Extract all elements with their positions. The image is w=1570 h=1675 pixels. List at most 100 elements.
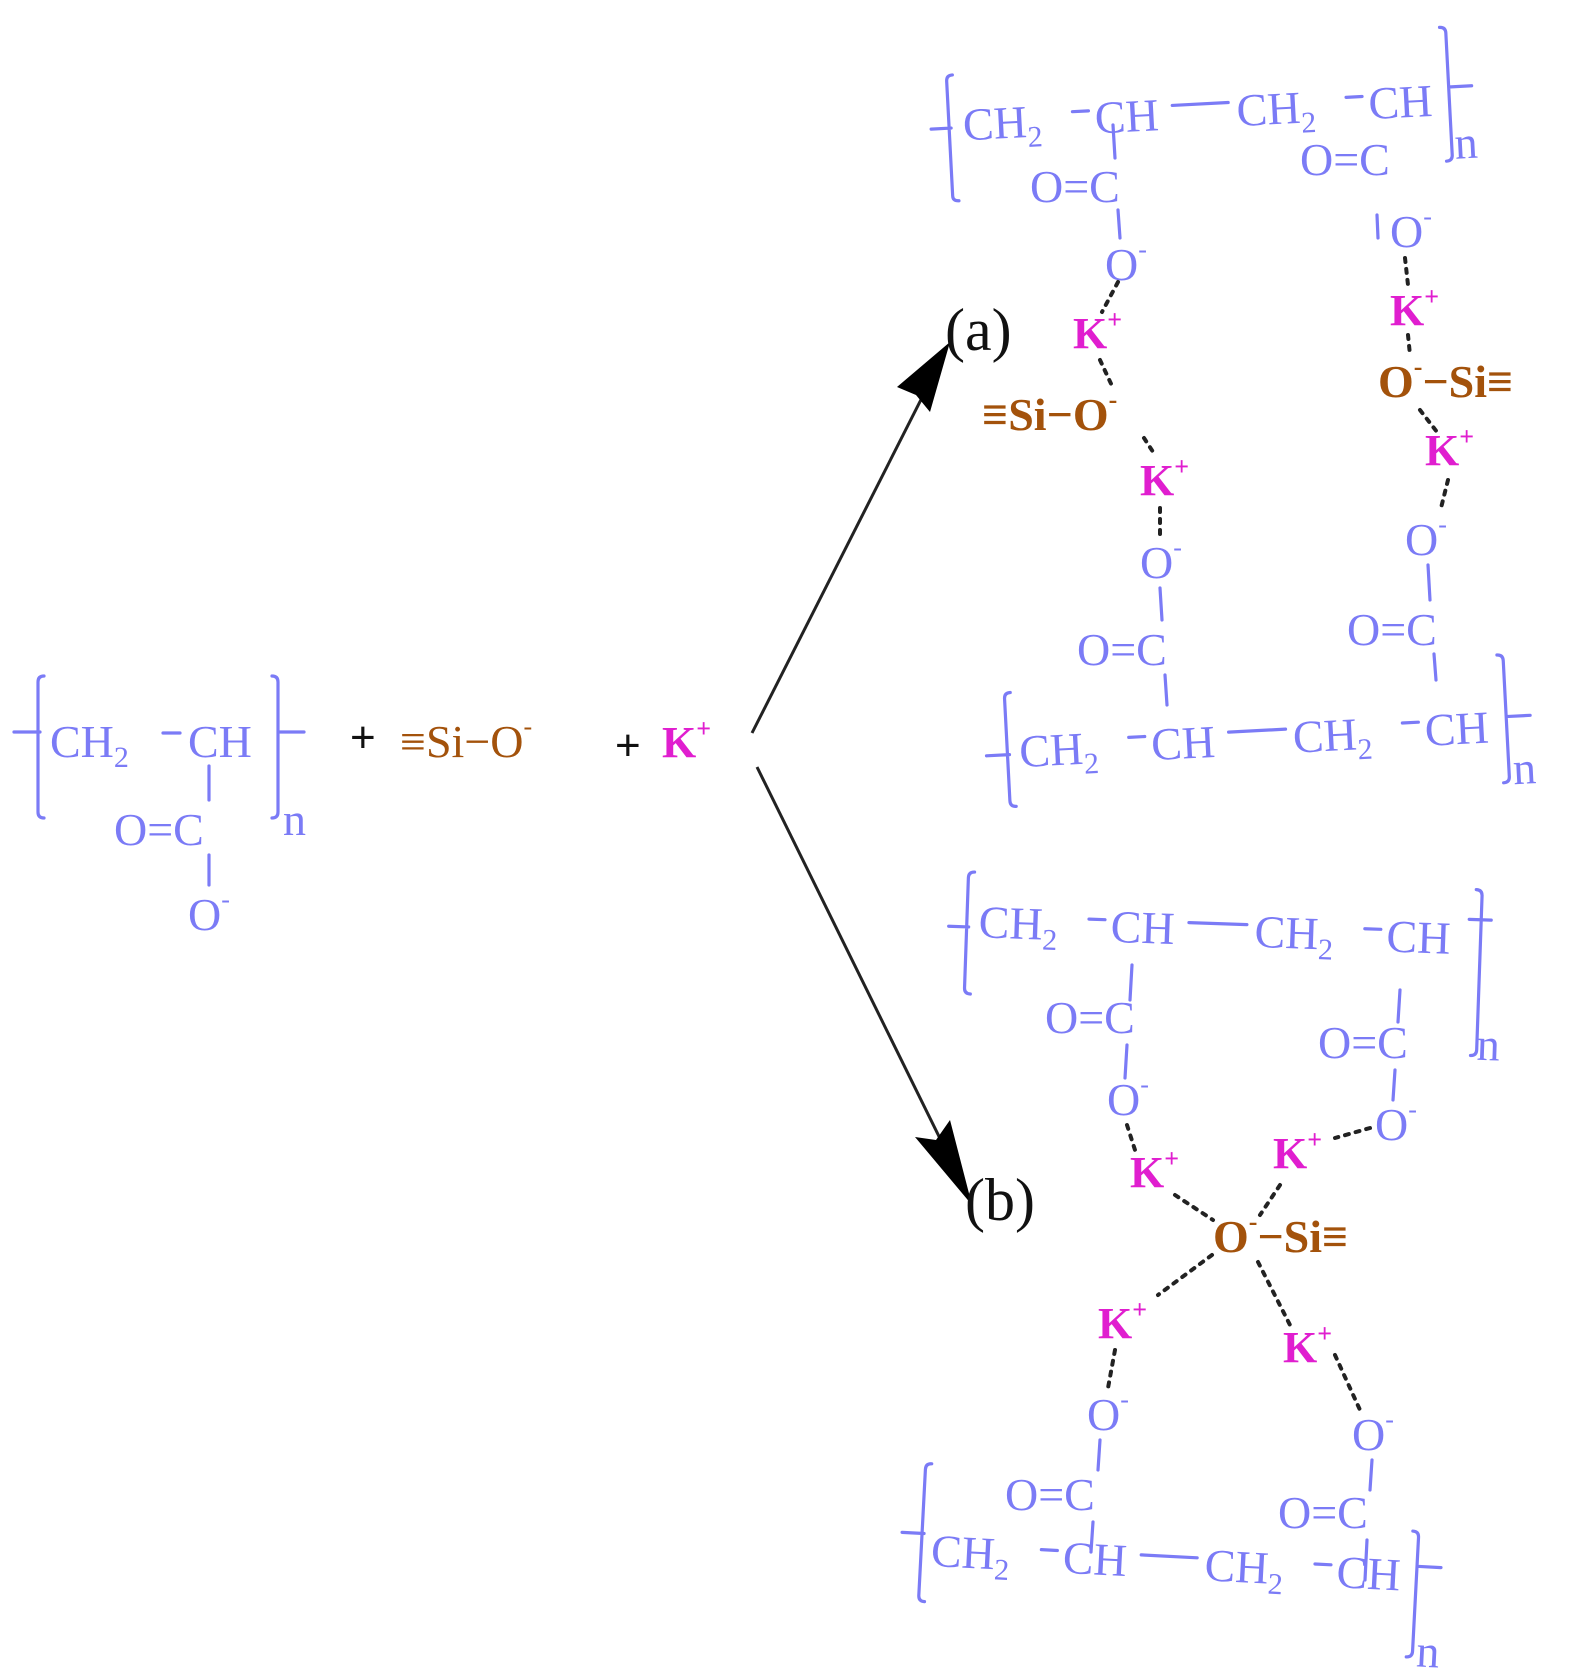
single-bond [1400, 720, 1420, 725]
reactant-silicate: ≡Si−O- [400, 712, 532, 767]
bond-vertical [1158, 586, 1164, 622]
ionic-interaction [1156, 1253, 1214, 1297]
ionic-interaction [1098, 358, 1115, 390]
carboxylate-oxygen: O- [1105, 235, 1147, 290]
ionic-interaction [1333, 1126, 1372, 1140]
silicate-group: ≡Si−O- [982, 385, 1117, 440]
reactant-polyacrylate-unit: CH2 CH n O=C O- [12, 674, 306, 940]
ch-group: CH [1367, 75, 1433, 129]
silicate-group: ≡Si−O- [400, 712, 532, 767]
ch2-group: CH2 [1018, 722, 1100, 784]
long-bond [1227, 727, 1288, 734]
right-bracket [1467, 888, 1493, 1058]
ch2-group: CH2 [1203, 1539, 1285, 1601]
ionic-interaction [1403, 256, 1410, 287]
silicate-group: O-−Si≡ [1378, 352, 1513, 407]
bond-vertical [1089, 1520, 1095, 1554]
carboxylate-oxygen: O- [1087, 1385, 1129, 1440]
carbonyl-group: O=C [1005, 1469, 1095, 1520]
carbonyl-group: O=C [1045, 992, 1135, 1043]
repeat-n: n [1512, 742, 1538, 794]
ch-group: CH [1150, 716, 1216, 770]
polymer-chain-bottom: CH2 CH CH2 CH n [984, 653, 1538, 808]
repeat-n: n [1415, 1625, 1441, 1675]
potassium-ion: K+ [662, 714, 711, 767]
bond-vertical [1396, 988, 1402, 1024]
polymer-chain-top: CH2 CH CH2 CH n [947, 870, 1501, 1071]
single-bond [1363, 927, 1383, 931]
ionic-interaction [1438, 478, 1450, 514]
left-bracket [12, 674, 46, 820]
ionic-interaction [1333, 1353, 1362, 1412]
pathway-label-b: (b) [965, 1167, 1035, 1233]
carboxylate-oxygen: O- [1107, 1070, 1149, 1125]
polymer-chain-top: CH2 CH CH2 CH n [929, 25, 1479, 203]
ionic-interaction [1125, 1123, 1137, 1152]
ionic-interaction [1142, 436, 1157, 457]
repeat-n: n [283, 794, 306, 845]
right-bracket [270, 674, 306, 820]
bond-vertical [1375, 213, 1380, 240]
carboxylate-oxygen: O- [1140, 533, 1182, 588]
carbonyl-group: O=C [1347, 604, 1437, 655]
ionic-interaction [1106, 1348, 1117, 1390]
carboxylate-oxygen: O- [1405, 510, 1447, 565]
carboxylate-oxygen: O- [1390, 202, 1432, 257]
ch2-group: CH2 [962, 95, 1044, 157]
single-bond [1087, 917, 1107, 922]
carbonyl-group: O=C [1318, 1017, 1408, 1068]
bond-vertical [1111, 123, 1117, 160]
polymer-chain-bottom: CH2 CH CH2 CH n [900, 1462, 1443, 1675]
ionic-interaction [1418, 408, 1439, 434]
ch2-group: CH2 [929, 1525, 1011, 1587]
carbonyl-group: O=C [1077, 624, 1167, 675]
bond-vertical [1368, 1458, 1374, 1492]
ch2-group: CH2 [1235, 81, 1317, 143]
ch-group: CH [1335, 1546, 1401, 1600]
left-bracket [900, 1462, 934, 1604]
single-bond [1039, 1548, 1059, 1553]
ch-group: CH [1110, 901, 1176, 954]
ch-group: CH [1423, 702, 1489, 756]
repeat-n: n [1476, 1019, 1501, 1071]
ionic-interaction [1406, 333, 1412, 357]
carboxylate-oxygen: O- [1352, 1405, 1394, 1460]
bond-vertical [1426, 563, 1432, 602]
ch2-group: CH2 [1254, 906, 1335, 967]
potassium-ion: K+ [1140, 452, 1189, 505]
silicate-group: O-−Si≡ [1213, 1207, 1348, 1262]
ch2-group: CH2 [978, 896, 1059, 957]
ch-group: CH [1093, 89, 1159, 143]
long-bond [1187, 920, 1249, 927]
bond-vertical [1116, 208, 1122, 240]
single-bond [1344, 94, 1364, 99]
ch-group: CH [188, 716, 252, 767]
single-bond [1127, 734, 1147, 739]
single-bond [1313, 1562, 1333, 1567]
potassium-ion: K+ [1073, 305, 1122, 358]
bond-vertical [1096, 1438, 1102, 1472]
carboxylate-oxygen: O- [188, 885, 230, 940]
carbonyl-group: O=C [1278, 1487, 1368, 1538]
long-bond [1139, 1553, 1199, 1560]
long-bond [1170, 100, 1230, 108]
product-b: CH2 CH CH2 CH n O=C O- K+ O=C O- K+ O-−S… [900, 870, 1501, 1675]
repeat-n: n [1453, 117, 1479, 169]
product-a: CH2 CH CH2 CH n O=C O- K+ ≡Si−O- K+ O- O… [929, 25, 1538, 808]
left-bracket [929, 73, 961, 203]
arrow-to-b [755, 766, 972, 1205]
potassium-ion: K+ [1425, 422, 1474, 475]
ionic-interaction [1100, 280, 1120, 314]
carboxylate-oxygen: O- [1375, 1095, 1417, 1150]
plus-sign-2: + [615, 721, 641, 770]
ch-group: CH [1062, 1532, 1128, 1586]
bond-vertical [1123, 1043, 1129, 1080]
arrow-to-a [750, 342, 950, 734]
potassium-ion: K+ [1098, 1295, 1147, 1348]
ch2-group: CH2 [1292, 708, 1374, 770]
potassium-ion: K+ [1273, 1125, 1322, 1178]
potassium-ion: K+ [1130, 1144, 1179, 1197]
bond-vertical [1163, 673, 1169, 707]
potassium-ion: K+ [1283, 1319, 1332, 1372]
